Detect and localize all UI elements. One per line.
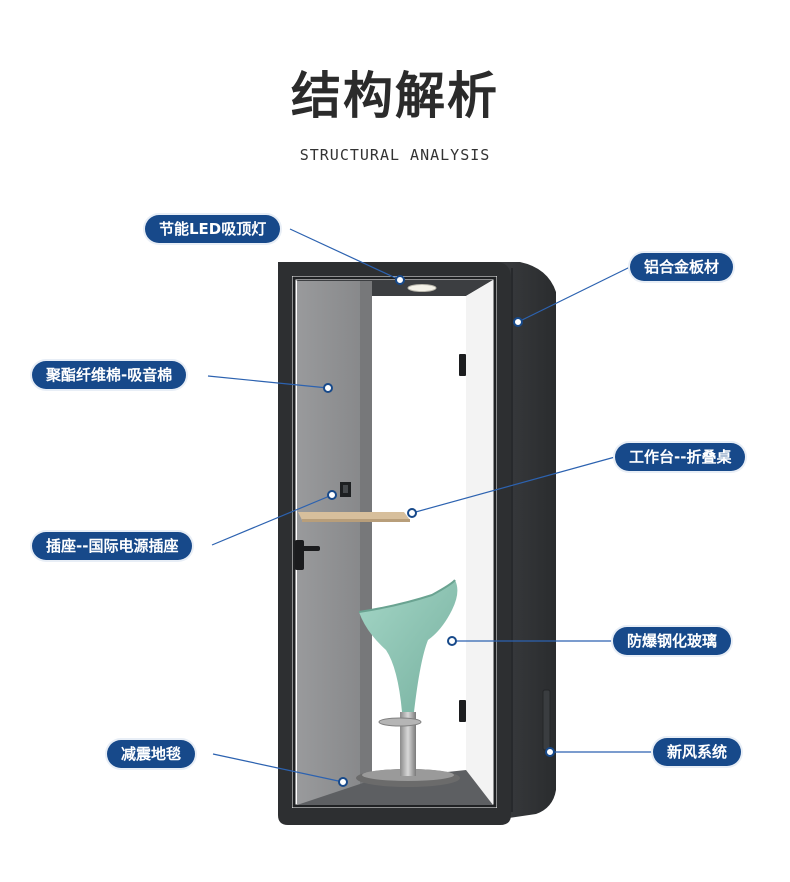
chair-seat-rim (358, 579, 456, 613)
pointer-acoustic (207, 375, 329, 389)
folding-desk-edge (302, 519, 410, 522)
pointer-socket (211, 494, 333, 546)
page-subtitle: STRUCTURAL ANALYSIS (299, 146, 491, 164)
door-hinge-top (459, 354, 466, 376)
felt-wall-shadow (360, 281, 372, 797)
pointer-carpet (212, 753, 344, 783)
dot-carpet (338, 777, 348, 787)
pointer-dots (323, 275, 555, 787)
power-socket-slot (343, 485, 348, 493)
label-tempered-glass: 防爆钢化玻璃 (613, 627, 732, 655)
chair-seat (359, 580, 458, 712)
dot-glass (447, 636, 457, 646)
dot-acoustic (323, 383, 333, 393)
dot-desk (407, 508, 417, 518)
page-title: 结构解析 (291, 67, 499, 125)
inner-right-wall (466, 280, 493, 805)
chair-footrest (378, 717, 422, 727)
label-led-light: 节能LED吸顶灯 (145, 215, 281, 243)
door-lock (295, 540, 304, 570)
pointer-desk (411, 456, 616, 514)
label-folding-desk: 工作台--折叠桌 (615, 443, 746, 471)
label-floor-carpet: 减震地毯 (107, 740, 196, 768)
dot-vent (545, 747, 555, 757)
label-aluminum-panel: 铝合金板材 (630, 253, 734, 281)
label-power-socket: 插座--国际电源插座 (32, 532, 193, 560)
pointer-led (289, 228, 401, 281)
folding-desk (298, 512, 410, 520)
chair-pole (400, 712, 416, 776)
acoustic-felt-wall (297, 281, 372, 805)
dot-socket (327, 490, 337, 500)
dot-led (395, 275, 405, 285)
label-ventilation: 新风系统 (653, 738, 742, 766)
label-acoustic-cotton: 聚酯纤维棉-吸音棉 (32, 361, 187, 389)
pointer-lines (207, 228, 653, 783)
pointer-aluminum (517, 266, 631, 323)
door-handle (298, 546, 320, 551)
dot-aluminum (513, 317, 523, 327)
door-hinge-bottom (459, 700, 466, 722)
led-ceiling-light (407, 284, 437, 292)
vent-grille (542, 689, 551, 751)
